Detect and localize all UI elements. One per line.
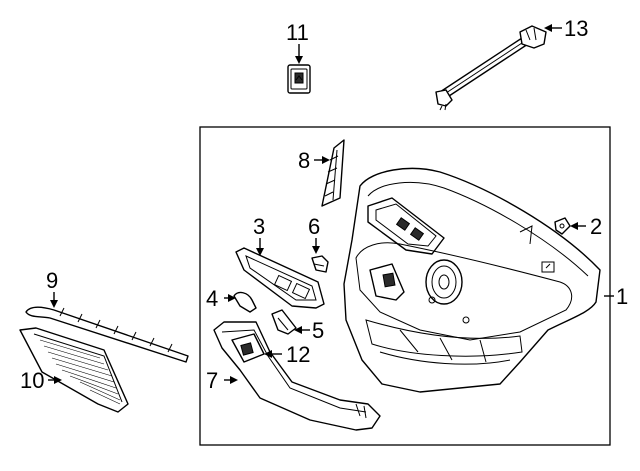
callout-6: 6	[308, 214, 320, 239]
leader-lines	[48, 24, 614, 384]
part-5-bracket	[271, 309, 297, 335]
callout-10: 10	[20, 368, 44, 393]
part-9-trim	[25, 306, 189, 363]
part-10-grille	[19, 327, 129, 413]
part-6-bracket	[311, 255, 329, 273]
callout-9: 9	[46, 268, 58, 293]
part-11-switch	[287, 64, 311, 94]
part-13-rail	[435, 25, 547, 111]
callout-7: 7	[206, 368, 218, 393]
callout-3: 3	[253, 214, 265, 239]
callout-4: 4	[206, 286, 218, 311]
callout-11: 11	[286, 20, 309, 45]
callout-1: 1	[616, 284, 628, 309]
callout-8: 8	[298, 148, 310, 173]
part-4-cap	[233, 291, 257, 313]
callout-5: 5	[312, 318, 324, 343]
callout-2: 2	[590, 214, 602, 239]
part-1-door-panel	[343, 167, 601, 393]
part-3-bezel	[235, 247, 325, 309]
callout-12: 12	[286, 342, 310, 367]
part-8-strip	[321, 139, 345, 207]
assembly-frame	[199, 126, 611, 446]
callout-13: 13	[564, 16, 588, 41]
part-2-clip	[554, 217, 571, 235]
